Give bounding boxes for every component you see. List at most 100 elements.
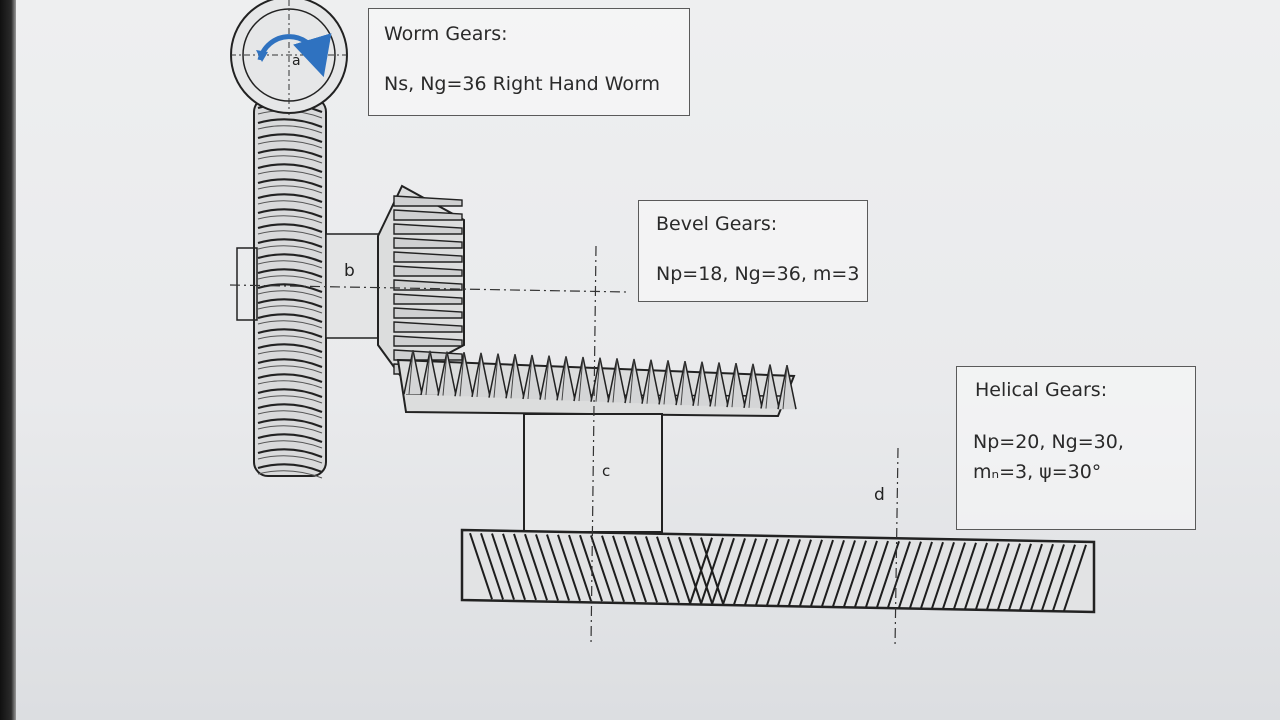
helical-tooth (1063, 544, 1087, 612)
helical-tooth (722, 538, 746, 605)
worm-thread-shadow (257, 350, 323, 359)
worm-thread (257, 268, 323, 279)
helical-tooth (524, 533, 548, 601)
worm-thread (257, 358, 323, 369)
helical-tooth (788, 539, 812, 606)
bevel-tooth-edge (476, 352, 482, 398)
helical-tooth (579, 534, 603, 602)
helical-tooth (1041, 544, 1065, 611)
bevel-tooth-edge (680, 361, 686, 406)
worm-thread-shadow (257, 335, 323, 344)
worm-thread-shadow (257, 200, 323, 209)
worm-thread (257, 373, 323, 384)
bevel-gear-teeth (403, 350, 797, 410)
helical-tooth (909, 541, 933, 609)
worm-thread (257, 433, 323, 444)
worm-thread-shadow (257, 230, 323, 239)
worm-thread-shadow (257, 425, 323, 434)
dimension-label-d: d (874, 485, 885, 505)
bevel-gears-spec-box: Bevel Gears: Np=18, Ng=36, m=3 (638, 200, 868, 302)
helical-tooth (854, 540, 878, 608)
worm-bearing (236, 247, 258, 321)
pinion-tooth (393, 279, 463, 291)
worm-thread (257, 448, 323, 459)
worm-thread-shadow (257, 260, 323, 269)
helical-tooth (733, 538, 757, 605)
bevel-tooth-edge (544, 355, 550, 400)
bevel-pinion-teeth (393, 195, 463, 375)
bevel-tooth-edge (731, 363, 737, 408)
helical-gears-spec-box: Helical Gears: Np=20, Ng=30, mₙ=3, ψ=30° (956, 366, 1196, 530)
helical-tooth (535, 534, 559, 601)
helical-tooth (975, 542, 999, 610)
helical-tooth (667, 536, 691, 604)
helical-gears-spec-line2: mₙ=3, ψ=30° (973, 461, 1102, 483)
worm-thread-shadow (257, 185, 323, 194)
worm-gear-end-view (230, 0, 348, 115)
helical-tooth (997, 543, 1021, 610)
helical-tooth (656, 536, 680, 604)
worm-thread-shadow (257, 170, 323, 179)
helical-tooth (766, 538, 790, 606)
bevel-tooth-edge (595, 357, 601, 402)
rotation-arrow-icon (257, 33, 332, 78)
helical-tooth (623, 535, 647, 603)
worm-gears-title: Worm Gears: (384, 23, 508, 45)
helical-tooth (821, 539, 845, 607)
helical-tooth (590, 535, 614, 602)
worm-thread-shadow (257, 125, 323, 134)
worm-thread-shadow (257, 410, 323, 419)
pinion-tooth (393, 251, 463, 263)
worm-thread-shadow (257, 380, 323, 389)
worm-thread (257, 463, 323, 474)
worm-thread (257, 343, 323, 354)
worm-thread (257, 193, 323, 204)
bevel-gear (396, 350, 797, 418)
pinion-tooth (393, 321, 463, 333)
worm-thread-shadow (257, 455, 323, 464)
helical-tooth (689, 537, 713, 605)
helical-tooth (645, 536, 669, 603)
helical-tooth (832, 540, 856, 607)
pinion-tooth (393, 293, 463, 305)
worm-thread-shadow (257, 365, 323, 374)
worm-axis-centerline (229, 284, 629, 293)
helical-tooth (678, 536, 702, 604)
bevel-axis-centerline (590, 245, 597, 646)
helical-tooth (700, 537, 724, 605)
worm-thread-shadow (257, 215, 323, 224)
helical-tooth (777, 539, 801, 606)
bevel-shaft-collar (325, 233, 381, 339)
bevel-tooth-edge (425, 350, 431, 395)
bevel-pinion (377, 184, 465, 380)
helical-tooth (469, 532, 493, 600)
bevel-tooth-edge (697, 361, 703, 406)
helical-tooth (634, 535, 658, 603)
worm-thread-shadow (257, 305, 323, 314)
worm-gears-spec-box: Worm Gears: Ns, Ng=36 Right Hand Worm (368, 8, 690, 116)
worm-thread (257, 118, 323, 129)
helical-tooth (546, 534, 570, 601)
bevel-tooth-edge (493, 353, 499, 398)
helical-tooth (1030, 543, 1054, 611)
helical-tooth (887, 541, 911, 608)
helical-tooth (898, 541, 922, 609)
worm-thread (257, 163, 323, 174)
worm-thread (257, 148, 323, 159)
worm-thread (257, 238, 323, 249)
bevel-tooth-edge (629, 359, 635, 404)
bevel-tooth-edge (714, 362, 720, 407)
worm-thread (257, 313, 323, 324)
helical-tooth (755, 538, 779, 606)
worm-thread-shadow (257, 275, 323, 284)
helical-gear (460, 528, 1096, 614)
bevel-tooth-edge (748, 363, 754, 408)
worm-thread (257, 298, 323, 309)
worm-thread-shadow (257, 245, 323, 254)
helical-tooth (964, 542, 988, 610)
helical-tooth (601, 535, 625, 602)
helical-tooth (491, 533, 515, 600)
worm-gears-spec: Ns, Ng=36 Right Hand Worm (384, 73, 661, 95)
worm-thread (257, 283, 323, 294)
